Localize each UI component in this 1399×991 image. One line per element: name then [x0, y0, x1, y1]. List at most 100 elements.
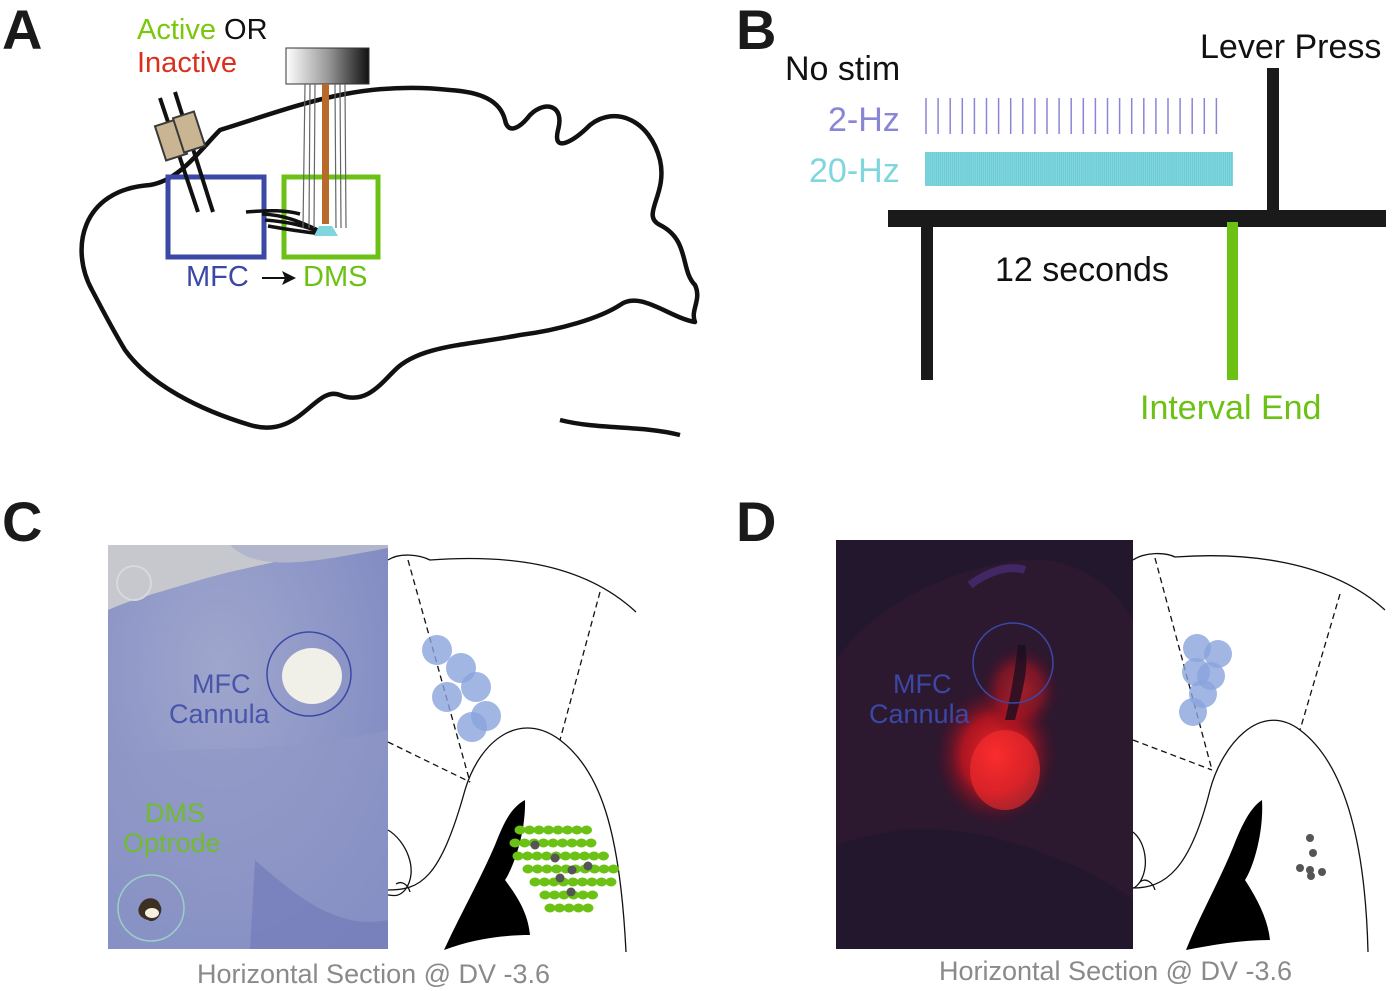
- arrow-head-icon: [282, 271, 296, 285]
- dms-placement-marker: [569, 851, 581, 861]
- fluorescence-section-image: [836, 540, 1133, 949]
- mfc-placement-marker: [461, 672, 491, 702]
- dms-placement-marker: [577, 877, 588, 887]
- recording-sites-d: [1296, 834, 1326, 880]
- dms-placement-marker: [549, 890, 560, 900]
- mfc-cannula-placements-c: [422, 635, 501, 742]
- atlas-drawing-d: [1132, 552, 1386, 953]
- mfc-box: [165, 174, 267, 260]
- hz2-label: 2-Hz: [828, 101, 900, 139]
- d-cannula-label: Cannula: [869, 699, 970, 729]
- mfc-placement-marker: [1183, 634, 1211, 662]
- panel-c-diagram: [108, 545, 637, 953]
- pulse-train-20hz: [925, 152, 1233, 186]
- panel-d-diagram: [836, 540, 1386, 953]
- dms-placement-marker: [541, 864, 553, 874]
- recording-site-marker: [1318, 868, 1326, 876]
- dms-placement-marker: [514, 825, 526, 835]
- recording-site-marker: [566, 887, 576, 897]
- mfc-placement-marker: [432, 682, 462, 712]
- c-dms-label: DMS: [145, 798, 205, 828]
- dms-label: DMS: [303, 261, 368, 293]
- dms-placement-marker: [577, 890, 589, 900]
- ventricle-d: [1186, 800, 1270, 950]
- dms-placement-marker: [563, 903, 575, 913]
- recording-site-marker: [1296, 864, 1304, 872]
- dms-placement-marker: [539, 890, 551, 900]
- optical-fiber: [322, 84, 329, 224]
- dms-placement-marker: [529, 877, 541, 887]
- trial-start-marker: [921, 222, 933, 380]
- dms-placement-marker: [509, 838, 521, 848]
- dms-placement-marker: [552, 825, 564, 835]
- dms-placement-marker: [544, 903, 556, 913]
- recording-site-marker: [1309, 849, 1317, 857]
- dms-placement-marker: [571, 825, 583, 835]
- pulse-train-2hz: [925, 98, 1218, 134]
- panel-a-diagram: [79, 47, 700, 438]
- dms-placement-marker: [531, 851, 543, 861]
- dms-placement-marker: [598, 864, 610, 874]
- panel-letter-c: C: [2, 490, 43, 553]
- recording-site-marker: [1307, 872, 1315, 880]
- dms-placement-marker: [579, 851, 590, 861]
- dms-placement-marker: [522, 851, 533, 861]
- c-cannula-label: Cannula: [169, 699, 270, 729]
- recording-site-marker: [567, 865, 577, 875]
- dms-placement-marker: [576, 838, 587, 848]
- dms-box: [281, 174, 381, 260]
- panel-b-diagram: [888, 68, 1386, 380]
- d-mfc-label: MFC: [893, 669, 952, 699]
- d-caption: Horizontal Section @ DV -3.6: [939, 956, 1293, 986]
- dms-placement-marker: [524, 825, 535, 835]
- recording-site-marker: [1306, 834, 1314, 842]
- ventricle-c: [444, 800, 530, 950]
- led-source: [285, 47, 370, 85]
- lever-press-marker: [1267, 68, 1279, 220]
- dms-placement-marker: [598, 851, 609, 861]
- c-caption: Horizontal Section @ DV -3.6: [197, 959, 551, 989]
- panel-letter-b: B: [736, 0, 777, 61]
- twelve-seconds-label: 12 seconds: [995, 251, 1169, 289]
- hz20-label: 20-Hz: [809, 152, 900, 190]
- active-or-inactive-header: Active OR: [137, 16, 268, 45]
- lever-press-label: Lever Press: [1200, 28, 1382, 66]
- dms-placement-marker: [554, 903, 565, 913]
- dms-placement-marker: [573, 903, 584, 913]
- dms-placement-marker: [596, 877, 607, 887]
- panel-letter-a: A: [2, 0, 43, 61]
- optrode-wires: [302, 83, 347, 229]
- mfc-placement-marker: [422, 635, 452, 665]
- dms-placement-marker: [539, 877, 550, 887]
- or-label: OR: [224, 14, 268, 46]
- mfc-placement-marker: [457, 712, 487, 742]
- recording-site-marker: [550, 853, 560, 863]
- panel-letter-d: D: [736, 490, 777, 553]
- pulse-block-20hz: [925, 152, 1233, 186]
- dms-placement-marker: [533, 825, 545, 835]
- atlas-drawing-c: [387, 554, 637, 953]
- dms-placement-marker: [567, 877, 579, 887]
- dms-optrode-placements-c: [509, 825, 619, 913]
- recording-site-marker: [530, 840, 540, 850]
- interval-end-marker: [1227, 222, 1238, 380]
- timeline-bar: [888, 210, 1386, 227]
- dms-placement-marker: [566, 838, 578, 848]
- nissl-section-image: [108, 545, 388, 949]
- brainstem-outline: [559, 417, 681, 438]
- dms-placement-marker: [543, 825, 554, 835]
- dms-placement-marker: [538, 838, 549, 848]
- dms-placement-marker: [551, 864, 562, 874]
- mfc-cannula-placements-d: [1179, 634, 1232, 726]
- dms-placement-marker: [522, 864, 534, 874]
- dms-placement-marker: [532, 864, 543, 874]
- dms-placement-marker: [547, 838, 559, 848]
- dms-placement-marker: [541, 851, 552, 861]
- no-stim-label: No stim: [785, 50, 901, 88]
- interval-end-label: Interval End: [1140, 389, 1322, 427]
- dms-placement-marker: [512, 851, 524, 861]
- dms-placement-marker: [557, 838, 568, 848]
- c-optrode-label: Optrode: [123, 828, 221, 858]
- dms-placement-marker: [585, 838, 597, 848]
